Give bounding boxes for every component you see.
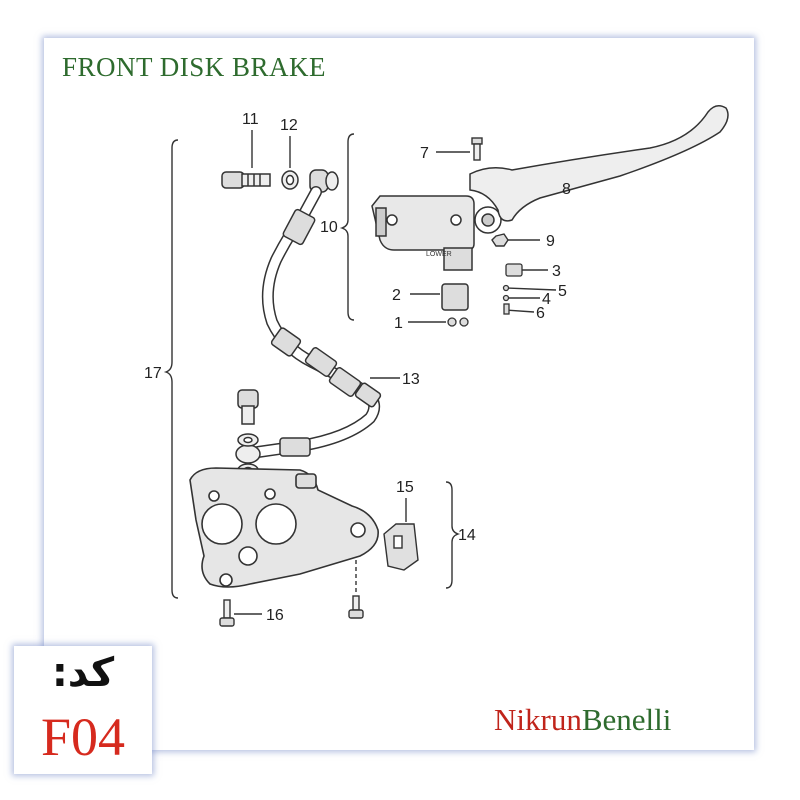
caliper-mount-bolts	[219, 595, 364, 627]
brand-name: NikrunBenelli	[494, 702, 671, 738]
dust-boot	[441, 283, 469, 311]
callout-2: 2	[392, 287, 401, 304]
callout-9: 9	[546, 233, 555, 250]
callout-11: 11	[242, 111, 259, 128]
callout-15: 15	[396, 479, 414, 496]
brake-pads	[383, 523, 419, 571]
bracket-17	[163, 139, 179, 599]
code-value: F04	[40, 707, 126, 767]
callout-14: 14	[458, 527, 476, 544]
pivot-bolt	[471, 137, 483, 161]
callout-1: 1	[394, 315, 403, 332]
part-code-box: کد: F04	[14, 646, 152, 774]
callout-16: 16	[266, 607, 284, 624]
master-cylinder	[371, 195, 502, 271]
callout-12: 12	[280, 117, 298, 134]
callout-3: 3	[552, 263, 561, 280]
diagram-title: FRONT DISK BRAKE	[62, 52, 327, 82]
callout-13: 13	[402, 371, 420, 388]
banjo-bolt-top	[221, 171, 271, 189]
callout-8: 8	[562, 181, 571, 198]
brand-part-nikrun: Nikrun	[494, 702, 582, 737]
callout-6: 6	[536, 305, 545, 322]
bracket-14	[445, 481, 461, 589]
callout-4: 4	[542, 291, 551, 308]
reservoir-screws	[447, 317, 469, 327]
brake-switch-parts	[502, 263, 523, 315]
brake-caliper	[189, 467, 379, 588]
brake-lever	[469, 105, 729, 222]
bracket-10	[339, 133, 355, 321]
code-label: کد:	[51, 650, 115, 696]
callout-17: 17	[144, 365, 162, 382]
nut-9	[491, 233, 509, 247]
callout-7: 7	[420, 145, 429, 162]
reservoir-label: LOWER	[426, 251, 452, 258]
callout-10: 10	[320, 219, 338, 236]
callout-5: 5	[558, 283, 567, 300]
brand-part-benelli: Benelli	[581, 702, 672, 737]
